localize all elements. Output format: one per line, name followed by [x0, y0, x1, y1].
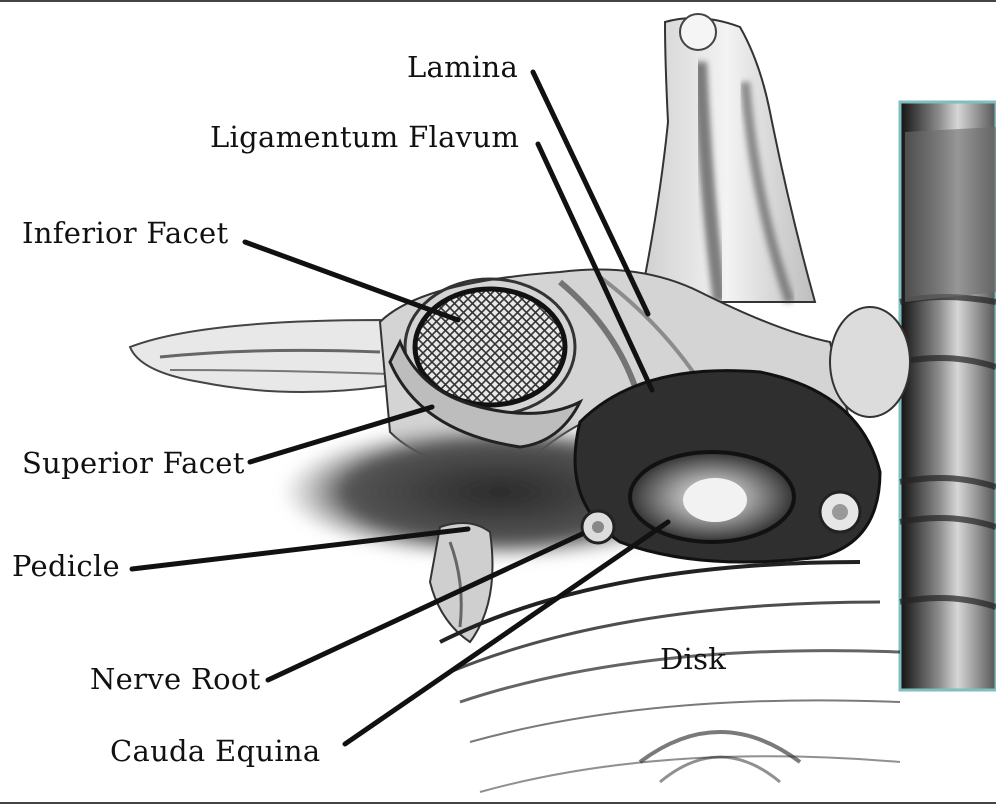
spinous-process [640, 14, 815, 302]
label-lamina: Lamina [407, 50, 518, 84]
transverse-process [130, 320, 412, 392]
label-inferior-facet: Inferior Facet [22, 216, 228, 250]
label-cauda-equina: Cauda Equina [110, 734, 320, 768]
label-disk: Disk [660, 642, 726, 676]
disk-shape [440, 562, 900, 792]
rendering-panel [900, 102, 996, 690]
label-superior-facet: Superior Facet [22, 446, 245, 480]
label-pedicle: Pedicle [12, 549, 120, 583]
facet-joint-right [830, 307, 910, 417]
leader-inferior-facet [245, 242, 458, 320]
label-nerve-root: Nerve Root [90, 662, 261, 696]
label-ligamentum-flavum: Ligamentum Flavum [210, 120, 519, 154]
